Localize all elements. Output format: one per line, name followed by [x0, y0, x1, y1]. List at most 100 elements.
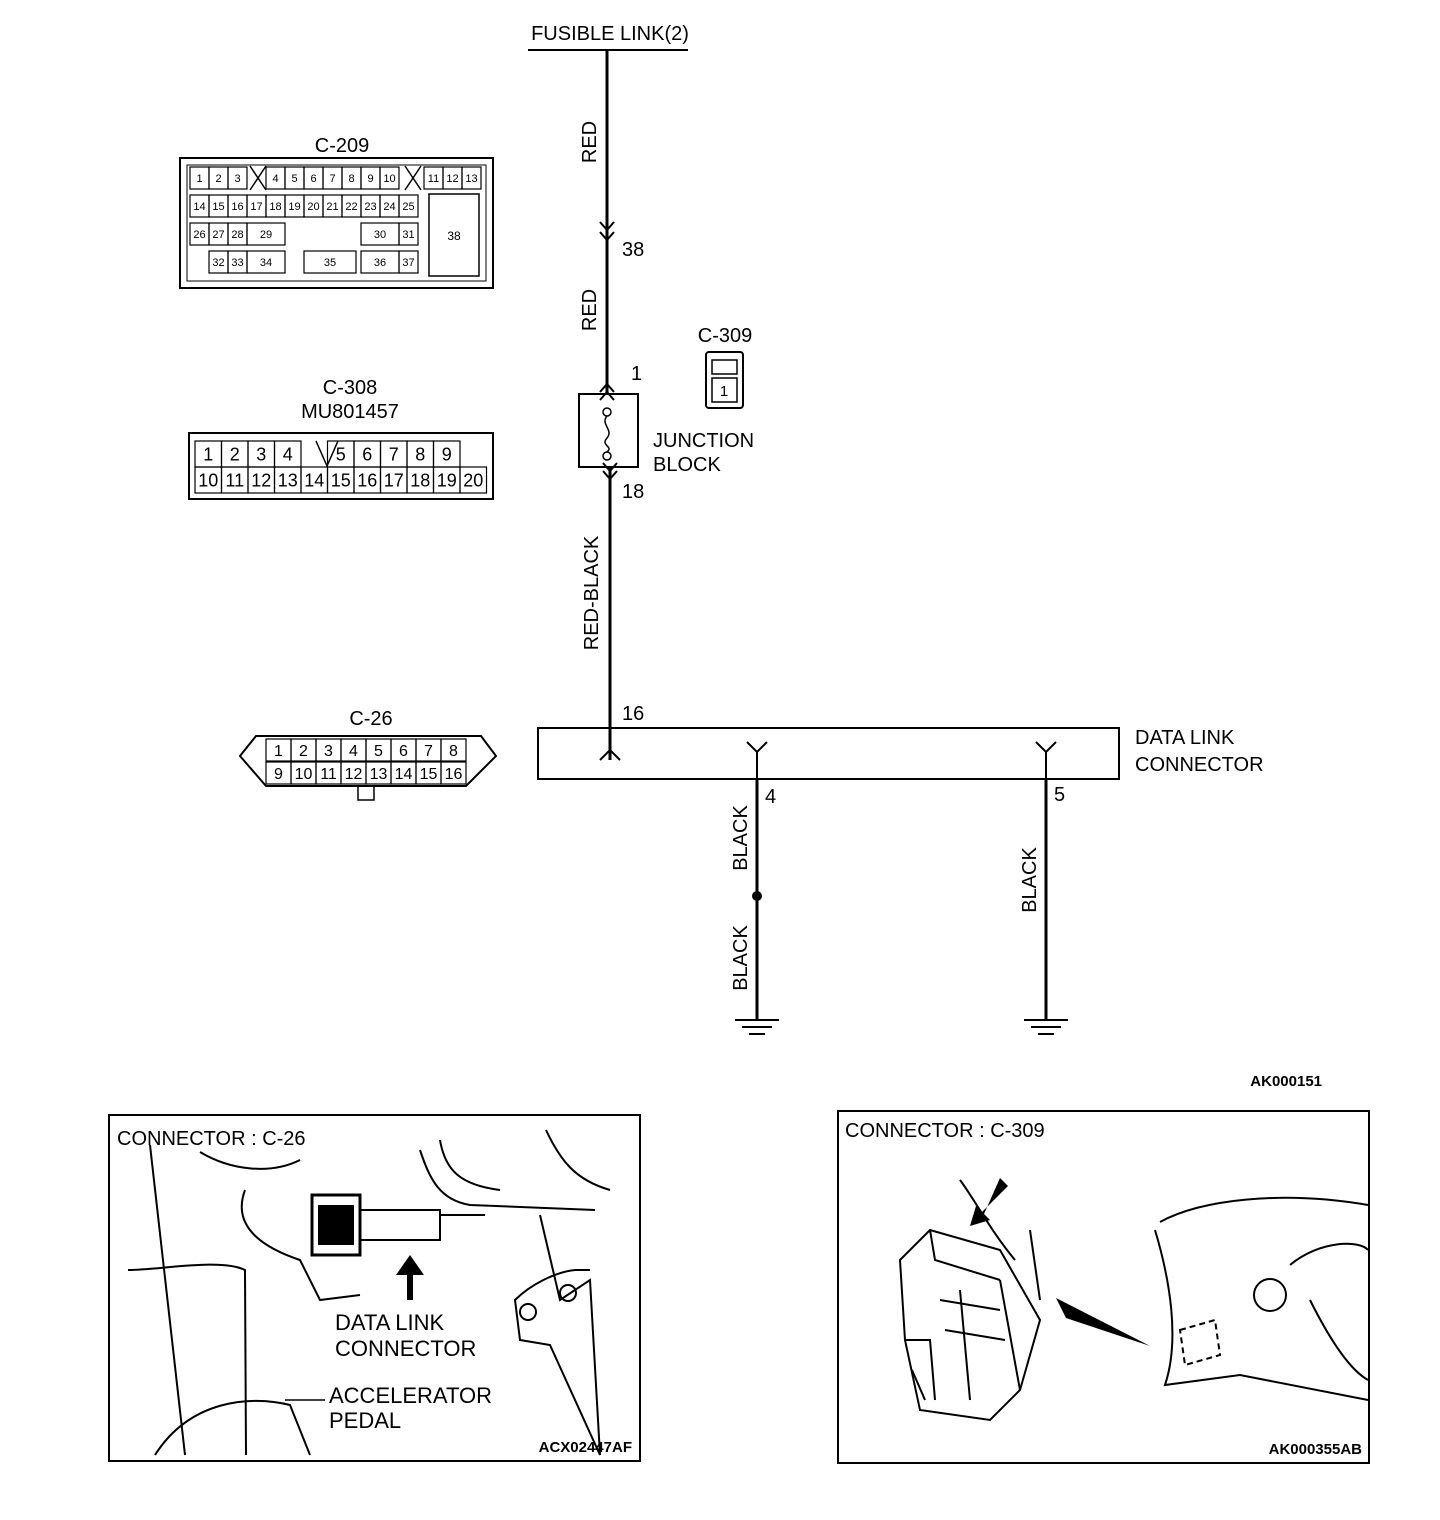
c309-name: C-309 [698, 325, 752, 347]
splice-point [752, 891, 762, 901]
c26-pin-15: 15 [420, 766, 438, 783]
schematic: FUSIBLE LINK(2) 38 RED RED RED-BLACK 1 1… [528, 23, 1322, 1090]
panel-left-title: CONNECTOR : C-26 [117, 1128, 306, 1150]
dlc-label-1: DATA LINK [1135, 727, 1235, 749]
wire-label-red-black: RED-BLACK [581, 535, 603, 650]
c26-pin-11: 11 [320, 766, 337, 783]
wire-label-black-4-upper: BLACK [730, 805, 752, 871]
junction-block-label-2: BLOCK [653, 454, 721, 476]
c209-pin-5: 5 [291, 173, 297, 185]
connector-c309: C-309 1 [698, 325, 752, 409]
c209-pin-34: 34 [260, 257, 272, 269]
c308-pin-4: 4 [283, 444, 293, 464]
c209-pin-10: 10 [383, 173, 395, 185]
c209-pin-6: 6 [310, 173, 316, 185]
c209-pin-3: 3 [234, 173, 240, 185]
c209-pin-22: 22 [345, 201, 357, 213]
c209-pin-26: 26 [193, 229, 205, 241]
c209-pin-30: 30 [374, 229, 386, 241]
c26-pin-9: 9 [274, 766, 283, 783]
c209-pin-19: 19 [288, 201, 300, 213]
data-link-connector-box [537, 727, 1120, 780]
c308-pin-6: 6 [362, 444, 372, 464]
c308-pin-10: 10 [198, 470, 218, 490]
c26-pin-5: 5 [374, 743, 383, 760]
c209-cavity-38: 38 [447, 229, 461, 243]
c209-pin-1: 1 [196, 173, 202, 185]
panel-left-dlc-1: DATA LINK [335, 1310, 445, 1335]
c209-pin-35: 35 [324, 257, 336, 269]
pin-5-label: 5 [1054, 784, 1065, 806]
wire-label-red-mid: RED [579, 289, 601, 331]
c308-pin-13: 13 [278, 470, 298, 490]
c26-pin-6: 6 [399, 743, 408, 760]
c209-pin-25: 25 [402, 201, 414, 213]
c209-pin-12: 12 [446, 173, 458, 185]
c26-pin-8: 8 [449, 743, 458, 760]
c308-pin-11: 11 [225, 470, 244, 490]
c209-pin-11: 11 [428, 173, 439, 185]
c308-pin-5: 5 [336, 444, 346, 464]
c309-pin-1: 1 [720, 383, 728, 400]
pin-1-label: 1 [631, 363, 642, 385]
c26-pin-16: 16 [445, 766, 463, 783]
panel-right-code: AK000355AB [1269, 1441, 1363, 1458]
c308-pin-1: 1 [203, 444, 213, 464]
panel-left-dlc-2: CONNECTOR [335, 1336, 476, 1361]
c308-pin-2: 2 [230, 444, 240, 464]
c308-pin-3: 3 [256, 444, 266, 464]
pointer-triangle-icon [1056, 1298, 1150, 1346]
c308-part: MU801457 [301, 401, 399, 423]
fusible-link-label: FUSIBLE LINK(2) [531, 23, 689, 45]
c26-name: C-26 [349, 708, 392, 730]
c209-pin-37: 37 [402, 257, 414, 269]
c26-pin-10: 10 [295, 766, 313, 783]
c209-pin-24: 24 [383, 201, 395, 213]
pin-18-label: 18 [622, 481, 644, 503]
wire-label-black-4-lower: BLACK [730, 925, 752, 991]
c209-pin-31: 31 [402, 229, 414, 241]
c308-pin-8: 8 [415, 444, 425, 464]
c209-pin-7: 7 [329, 173, 335, 185]
c308-name: C-308 [323, 377, 377, 399]
c209-pin-8: 8 [348, 173, 354, 185]
arrow-icon [396, 1255, 424, 1300]
c209-pin-32: 32 [212, 257, 224, 269]
dlc-label-2: CONNECTOR [1135, 754, 1264, 776]
c209-pin-28: 28 [231, 229, 243, 241]
c308-pin-17: 17 [384, 470, 404, 490]
c308-pin-9: 9 [442, 444, 452, 464]
c209-pin-2: 2 [215, 173, 221, 185]
c209-pin-14: 14 [193, 201, 205, 213]
junction-block-label-1: JUNCTION [653, 430, 754, 452]
c308-pin-7: 7 [389, 444, 399, 464]
c26-pin-7: 7 [424, 743, 433, 760]
c308-pin-18: 18 [410, 470, 430, 490]
c209-pin-33: 33 [231, 257, 243, 269]
c209-pin-29: 29 [260, 229, 272, 241]
c26-pin-4: 4 [349, 743, 358, 760]
panel-left-pedal-2: PEDAL [329, 1408, 401, 1433]
c308-pin-12: 12 [251, 470, 271, 490]
c209-pin-36: 36 [374, 257, 386, 269]
panel-left-pedal-1: ACCELERATOR [329, 1383, 492, 1408]
c26-pin-14: 14 [395, 766, 413, 783]
c26-pin-12: 12 [345, 766, 363, 783]
c209-pin-18: 18 [269, 201, 281, 213]
wire-label-red-top: RED [579, 121, 601, 163]
c308-pin-19: 19 [437, 470, 457, 490]
pin-4-label: 4 [765, 786, 776, 808]
wire-label-black-5: BLACK [1019, 847, 1041, 913]
c209-pin-13: 13 [465, 173, 477, 185]
c209-pin-15: 15 [212, 201, 224, 213]
c209-pin-16: 16 [231, 201, 243, 213]
figure-code: AK000151 [1250, 1073, 1322, 1090]
c308-pin-16: 16 [357, 470, 377, 490]
c209-pin-9: 9 [367, 173, 373, 185]
c209-name: C-209 [315, 135, 369, 157]
c308-pin-15: 15 [331, 470, 351, 490]
c209-pin-27: 27 [212, 229, 224, 241]
